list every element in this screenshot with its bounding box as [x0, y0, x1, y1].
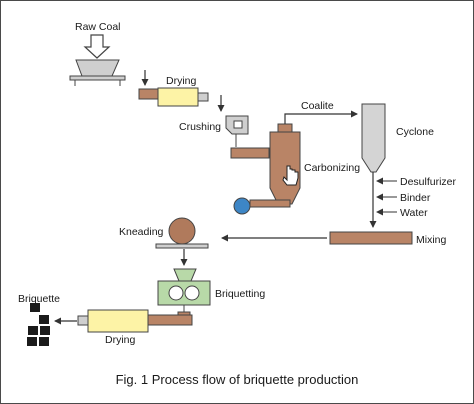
blower-fan — [233, 197, 291, 215]
coalite-flow-arrow — [284, 110, 358, 124]
cyclone-label: Cyclone — [396, 126, 434, 138]
mixing-label: Mixing — [416, 234, 447, 246]
raw-coal-hopper — [69, 59, 126, 86]
briquetting-label: Briquetting — [215, 288, 265, 300]
dryer-top — [138, 87, 209, 107]
drying-top-label: Drying — [166, 75, 197, 87]
kneading-label: Kneading — [119, 226, 164, 238]
binder-label: Binder — [400, 192, 431, 204]
drying-bottom-label: Drying — [105, 334, 136, 346]
briquette-label: Briquette — [18, 293, 60, 305]
figure-caption: Fig. 1 Process flow of briquette product… — [116, 372, 359, 387]
cyclone — [361, 103, 386, 173]
coalite-label: Coalite — [301, 100, 334, 112]
kneader — [155, 217, 209, 249]
hand-cursor-icon — [282, 165, 299, 186]
carbonizer — [269, 123, 301, 205]
briquette-pile — [27, 303, 50, 346]
dryer-bottom — [77, 309, 193, 333]
mixer-trough — [329, 231, 413, 245]
raw-coal-input-arrow-icon — [83, 34, 111, 59]
desulfurizer-label: Desulfurizer — [400, 176, 457, 188]
briquetting-machine — [157, 268, 211, 306]
water-label: Water — [400, 207, 428, 219]
carbonizer-feed-screw — [230, 147, 270, 159]
carbonizing-label: Carbonizing — [304, 162, 360, 174]
raw-coal-label: Raw Coal — [75, 21, 121, 33]
crushing-label: Crushing — [179, 121, 221, 133]
crusher — [225, 115, 249, 135]
